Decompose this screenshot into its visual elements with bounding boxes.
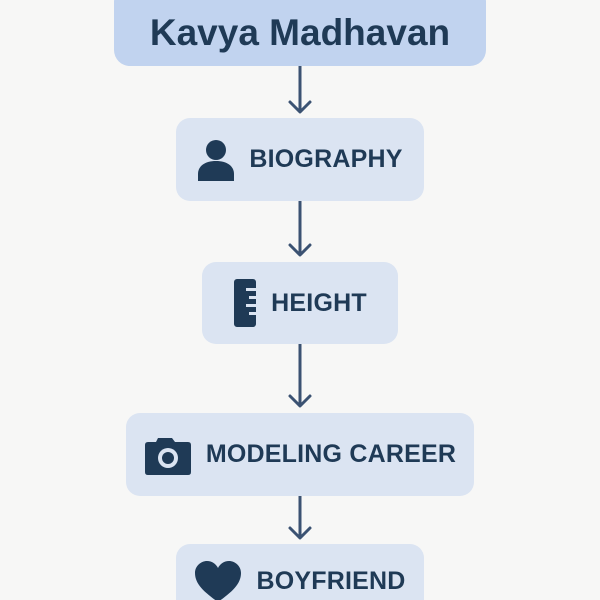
node-label: HEIGHT: [271, 288, 367, 317]
arrow-down-icon: [288, 201, 312, 257]
arrow-down-icon: [288, 344, 312, 408]
ruler-icon: [233, 278, 257, 328]
person-icon: [197, 139, 235, 181]
title-node: Kavya Madhavan: [114, 0, 486, 66]
title-text: Kavya Madhavan: [149, 12, 451, 53]
node-label: BOYFRIEND: [256, 566, 406, 595]
arrow-down-icon: [288, 66, 312, 114]
node-label: BIOGRAPHY: [249, 145, 403, 173]
node-boyfriend: BOYFRIEND: [176, 544, 424, 600]
node-modeling-career: MODELING CAREER: [126, 413, 474, 496]
node-label: MODELING CAREER: [205, 440, 457, 468]
camera-icon: [144, 434, 192, 476]
node-height: HEIGHT: [202, 262, 398, 344]
arrow-down-icon: [288, 496, 312, 540]
heart-icon: [194, 560, 242, 600]
node-biography: BIOGRAPHY: [176, 118, 424, 201]
